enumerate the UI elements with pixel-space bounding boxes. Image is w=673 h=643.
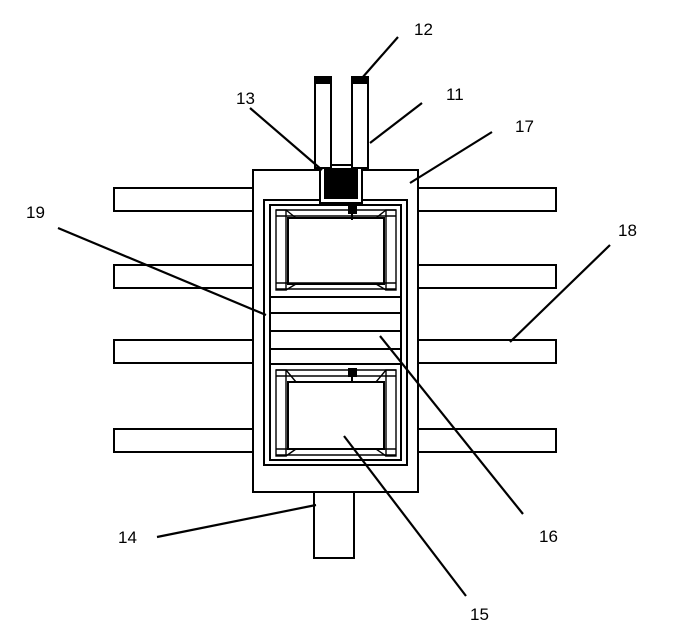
tube-right	[351, 81, 369, 169]
tube-left	[314, 81, 332, 169]
leader-15	[343, 435, 467, 597]
label-11: 11	[446, 85, 464, 104]
leader-18	[509, 244, 611, 343]
label-14: 14	[118, 528, 137, 547]
lower-probe	[348, 368, 357, 377]
bottom-shaft	[313, 484, 355, 559]
leader-16	[379, 335, 524, 515]
leader-13	[249, 107, 323, 171]
bar-left-3	[113, 339, 257, 364]
bar-left-4	[113, 428, 257, 453]
bar-right-3	[414, 339, 557, 364]
tubes	[314, 76, 369, 169]
top-block	[324, 168, 358, 199]
bar-left-2	[113, 264, 257, 289]
upper-chamber	[275, 205, 397, 291]
bar-right-2	[414, 264, 557, 289]
leader-12	[361, 36, 399, 79]
label-13: 13	[236, 89, 255, 108]
upper-probe	[348, 205, 357, 214]
label-18: 18	[618, 221, 637, 240]
middle-plate	[269, 296, 402, 365]
label-17: 17	[515, 117, 534, 136]
leader-lines	[57, 36, 611, 597]
bar-left-1	[113, 187, 257, 212]
label-12: 12	[414, 20, 433, 39]
lower-chamber	[275, 368, 397, 457]
bar-right-1	[414, 187, 557, 212]
cap-left	[314, 76, 332, 84]
leader-11	[369, 102, 423, 144]
label-16: 16	[539, 527, 558, 546]
label-19: 19	[26, 203, 45, 222]
leader-14	[156, 503, 317, 539]
leader-17	[409, 131, 493, 184]
bar-right-4	[414, 428, 557, 453]
labels: 12 13 11 17 19 18 14 16 15	[26, 20, 637, 624]
leader-19	[57, 226, 267, 317]
cap-right	[351, 76, 369, 84]
label-15: 15	[470, 605, 489, 624]
